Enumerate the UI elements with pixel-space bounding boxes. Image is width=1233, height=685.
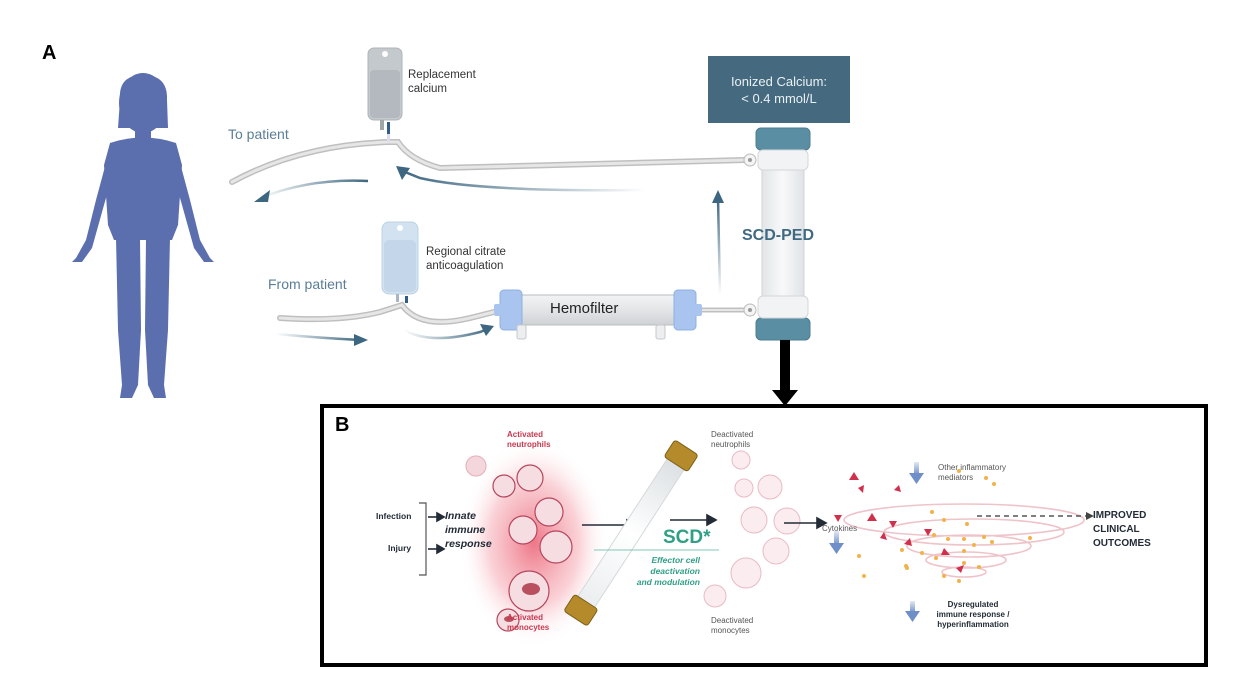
from-patient-label: From patient (268, 276, 347, 292)
return-line (229, 139, 748, 185)
hemofilter-label: Hemofilter (550, 300, 619, 317)
dysregulated-line2: immune response / (936, 610, 1010, 619)
other-mediators-label: Other inflammatory mediators (938, 463, 1006, 483)
patient-figure (72, 73, 214, 398)
mediator-dots (857, 469, 1032, 583)
connector-arrow (772, 340, 798, 406)
cytokines-label: Cytokines (822, 524, 858, 533)
activated-neutrophils-line1: Activated (507, 430, 544, 439)
innate-line3: response (445, 538, 492, 550)
scd-caption: Effector cell deactivation and modulatio… (615, 555, 700, 588)
access-line (277, 301, 745, 325)
ionized-calcium-line1: Ionized Calcium: (730, 73, 828, 89)
trigger-bracket (419, 502, 427, 576)
dashed-outcome-arrow (977, 512, 1094, 520)
citrate-label: Regional citrate anticoagulation (426, 245, 506, 273)
innate-line2: immune (445, 524, 486, 536)
replacement-calcium-bag (367, 47, 403, 142)
arrow-to-cytokines (784, 516, 828, 530)
activated-monocytes (496, 570, 550, 632)
scd-ped-label: SCD-PED (742, 227, 815, 244)
replacement-calcium-line2: calcium (408, 83, 447, 95)
citrate-line1: Regional citrate (426, 246, 506, 258)
replacement-calcium-label: Replacement calcium (408, 68, 476, 96)
scd-label: SCD* (663, 527, 711, 548)
outcome-line1: IMPROVED (1093, 510, 1147, 521)
deactivated-neutrophils-line2: neutrophils (711, 440, 751, 449)
activated-monocytes-line1: Activated (507, 613, 544, 622)
panel-a-graphics (72, 47, 811, 406)
outcome-label: IMPROVED CLINICAL OUTCOMES (1093, 509, 1151, 551)
down-arrows (829, 462, 924, 622)
to-patient-label: To patient (228, 126, 289, 142)
scd-ped-device (743, 127, 811, 341)
citrate-line2: anticoagulation (426, 260, 504, 272)
scd-caption-line2: deactivation (650, 566, 700, 576)
deactivated-monocytes-line2: monocytes (711, 626, 750, 635)
deactivated-neutrophils-line1: Deactivated (711, 430, 754, 439)
scd-caption-line1: Effector cell (651, 555, 700, 565)
replacement-calcium-line1: Replacement (408, 69, 476, 81)
other-mediators-line2: mediators (938, 473, 974, 482)
innate-line1: Innate (445, 510, 476, 522)
activated-neutrophils (465, 455, 573, 564)
injury-label: Injury (388, 543, 412, 553)
activated-monocytes-label: Activated monocytes (507, 613, 549, 633)
innate-response-label: Innate immune response (445, 509, 492, 551)
scd-cartridge (564, 440, 698, 626)
deactivated-cells (703, 450, 801, 608)
dysregulated-line3: hyperinflammation (937, 620, 1009, 629)
deactivated-monocytes-label: Deactivated monocytes (711, 616, 753, 636)
outcome-line2: CLINICAL (1093, 524, 1140, 535)
panel-b-graphics (419, 438, 1094, 648)
panel-b-box (320, 404, 1208, 667)
other-mediators-line1: Other inflammatory (938, 463, 1007, 472)
panel-a-label: A (42, 42, 57, 64)
hemofilter-device (494, 289, 702, 340)
citrate-bag (381, 221, 419, 303)
activated-monocytes-line2: monocytes (507, 623, 550, 632)
outcome-line3: OUTCOMES (1093, 538, 1151, 549)
infection-label: Infection (376, 511, 412, 521)
deactivated-monocytes-line1: Deactivated (711, 616, 754, 625)
ionized-calcium-box: Ionized Calcium: < 0.4 mmol/L (708, 56, 850, 123)
activated-neutrophils-label: Activated neutrophils (507, 430, 551, 450)
ionized-calcium-line2: < 0.4 mmol/L (741, 90, 817, 106)
dysregulated-label: Dysregulated immune response / hyperinfl… (928, 600, 1018, 630)
trigger-arrows (428, 511, 446, 555)
deactivated-neutrophils-label: Deactivated neutrophils (711, 430, 753, 450)
panel-b-label: B (335, 414, 350, 436)
activated-neutrophils-line2: neutrophils (507, 440, 551, 449)
cytokine-triangles (834, 472, 964, 573)
scd-caption-line3: and modulation (636, 577, 700, 587)
flow-arrows (254, 166, 724, 346)
dysregulated-line1: Dysregulated (947, 600, 999, 609)
